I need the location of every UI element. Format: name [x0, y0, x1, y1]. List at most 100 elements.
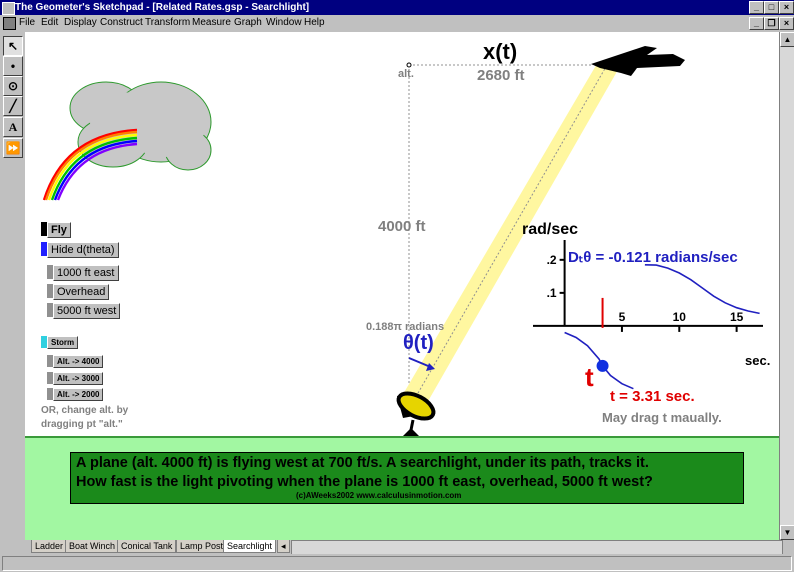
- x-tick-label: 10: [673, 310, 687, 324]
- straightedge-tool[interactable]: ╱: [3, 96, 23, 116]
- west-button-marker: [47, 303, 53, 317]
- graph-unit-label: rad/sec: [522, 221, 579, 238]
- point-tool[interactable]: •: [3, 56, 23, 76]
- rate-readout: Dₜθ = -0.121 radians/sec: [568, 249, 738, 266]
- overhead-button-label: Overhead: [57, 286, 106, 298]
- credit-line: (c)AWeeks2002 www.calculusinmotion.com: [296, 491, 462, 500]
- status-panel: [2, 556, 792, 571]
- rainbow: [42, 128, 138, 201]
- alt2000-button-marker: [47, 388, 53, 400]
- y-tick-label: .1: [547, 286, 557, 300]
- alt2000-button[interactable]: Alt. -> 2000: [53, 388, 104, 401]
- vertical-scrollbar[interactable]: ▲ ▼: [779, 32, 794, 540]
- scroll-down-button[interactable]: ▼: [780, 525, 794, 540]
- menu-graph[interactable]: Graph: [234, 17, 262, 28]
- east-button[interactable]: 1000 ft east: [53, 265, 119, 281]
- status-bar: [0, 554, 794, 572]
- menu-window[interactable]: Window: [266, 17, 302, 28]
- maximize-button[interactable]: □: [764, 1, 779, 14]
- alt2000-button-label: Alt. -> 2000: [57, 390, 100, 399]
- tab-searchlight[interactable]: Searchlight: [223, 540, 277, 553]
- theta-label: θ(t): [403, 332, 434, 354]
- scroll-up-button[interactable]: ▲: [780, 32, 794, 47]
- alt-point-label: alt.: [398, 68, 414, 80]
- text-tool[interactable]: A: [3, 117, 23, 137]
- compass-tool[interactable]: ⊙: [3, 76, 23, 96]
- current-rate-point: [596, 359, 609, 372]
- menu-bar: File Edit Display Construct Transform Me…: [0, 15, 794, 31]
- fly-button-marker: [41, 222, 47, 236]
- alt3000-button-marker: [47, 372, 53, 384]
- alt3000-button-label: Alt. -> 3000: [57, 374, 100, 383]
- app-icon: [2, 2, 15, 15]
- xt-label: x(t): [483, 39, 518, 64]
- alt4000-button-marker: [47, 355, 53, 367]
- close-button[interactable]: ×: [779, 1, 794, 14]
- altitude-value-label: 4000 ft: [378, 218, 426, 235]
- line-icon: ╱: [9, 99, 17, 113]
- menu-help[interactable]: Help: [304, 17, 325, 28]
- tab-ladder[interactable]: Ladder: [31, 540, 68, 553]
- fly-button[interactable]: Fly: [47, 222, 71, 238]
- text-icon: A: [8, 120, 18, 134]
- problem-statement-box: A plane (alt. 4000 ft) is flying west at…: [70, 452, 744, 504]
- x-value-label: 2680 ft: [477, 67, 525, 84]
- arrow-icon: ↖: [7, 39, 19, 53]
- doc-minimize-button[interactable]: _: [749, 17, 764, 30]
- menu-file[interactable]: File: [19, 17, 36, 28]
- menu-transform[interactable]: Transform: [145, 17, 191, 28]
- fast-forward-icon: ⏩: [5, 141, 21, 155]
- hide-dtheta-label: Hide d(theta): [51, 244, 115, 256]
- x-axis-unit-label: sec.: [745, 353, 771, 368]
- tab-boat-winch[interactable]: Boat Winch: [65, 540, 120, 553]
- tab-conical-tank[interactable]: Conical Tank: [117, 540, 177, 553]
- menu-edit[interactable]: Edit: [41, 17, 59, 28]
- alt-change-note-2: dragging pt "alt.": [41, 419, 123, 430]
- x-tick-label: 5: [619, 310, 626, 324]
- east-button-label: 1000 ft east: [57, 267, 115, 279]
- drag-note: May drag t maually.: [602, 410, 722, 425]
- problem-line-2: How fast is the light pivoting when the …: [76, 474, 653, 490]
- west-button-label: 5000 ft west: [57, 305, 117, 317]
- t-readout: t = 3.31 sec.: [610, 388, 695, 405]
- alt3000-button[interactable]: Alt. -> 3000: [53, 372, 104, 385]
- alt-drag-point[interactable]: [406, 62, 412, 68]
- window-title: The Geometer's Sketchpad - [Related Rate…: [15, 2, 310, 13]
- storm-button-label: Storm: [51, 338, 75, 347]
- y-tick-label: .2: [547, 253, 557, 267]
- point-icon: •: [10, 59, 16, 73]
- rate-curve-1: [564, 331, 634, 390]
- menu-display[interactable]: Display: [64, 17, 97, 28]
- t-marker-label[interactable]: t: [585, 362, 594, 392]
- alt4000-button-label: Alt. -> 4000: [57, 357, 100, 366]
- menu-construct[interactable]: Construct: [100, 17, 143, 28]
- hide-dtheta-marker: [41, 242, 47, 256]
- x-tick-label: 15: [730, 310, 744, 324]
- toolbox: ↖ • ⊙ ╱ A ⏩: [0, 32, 24, 547]
- plane-silhouette: [591, 46, 685, 76]
- tab-scroll-left[interactable]: ◂: [277, 540, 290, 553]
- select-arrow-tool[interactable]: ↖: [3, 36, 23, 56]
- doc-close-button[interactable]: ×: [779, 17, 794, 30]
- menu-measure[interactable]: Measure: [192, 17, 231, 28]
- east-button-marker: [47, 265, 53, 279]
- overhead-button[interactable]: Overhead: [53, 284, 110, 300]
- problem-line-1: A plane (alt. 4000 ft) is flying west at…: [76, 455, 649, 471]
- rate-chart: 5 10 15 .1 .2: [533, 240, 763, 390]
- horizontal-scrollbar[interactable]: [291, 540, 783, 555]
- page-tabs: Ladder Boat Winch Conical Tank Lamp Post…: [25, 540, 794, 555]
- alt-change-note-1: OR, change alt. by: [41, 405, 129, 416]
- minimize-button[interactable]: _: [749, 1, 764, 14]
- title-bar: The Geometer's Sketchpad - [Related Rate…: [0, 0, 794, 15]
- document-icon: [3, 17, 16, 30]
- west-button[interactable]: 5000 ft west: [53, 303, 121, 319]
- alt4000-button[interactable]: Alt. -> 4000: [53, 355, 104, 368]
- tab-lamp-post[interactable]: Lamp Post: [176, 540, 228, 553]
- searchlight-lamp: [396, 391, 436, 436]
- doc-restore-button[interactable]: ❐: [764, 17, 779, 30]
- storm-button-marker: [41, 336, 47, 348]
- script-tool[interactable]: ⏩: [3, 138, 23, 158]
- hide-dtheta-button[interactable]: Hide d(theta): [47, 242, 119, 258]
- storm-button[interactable]: Storm: [47, 336, 79, 349]
